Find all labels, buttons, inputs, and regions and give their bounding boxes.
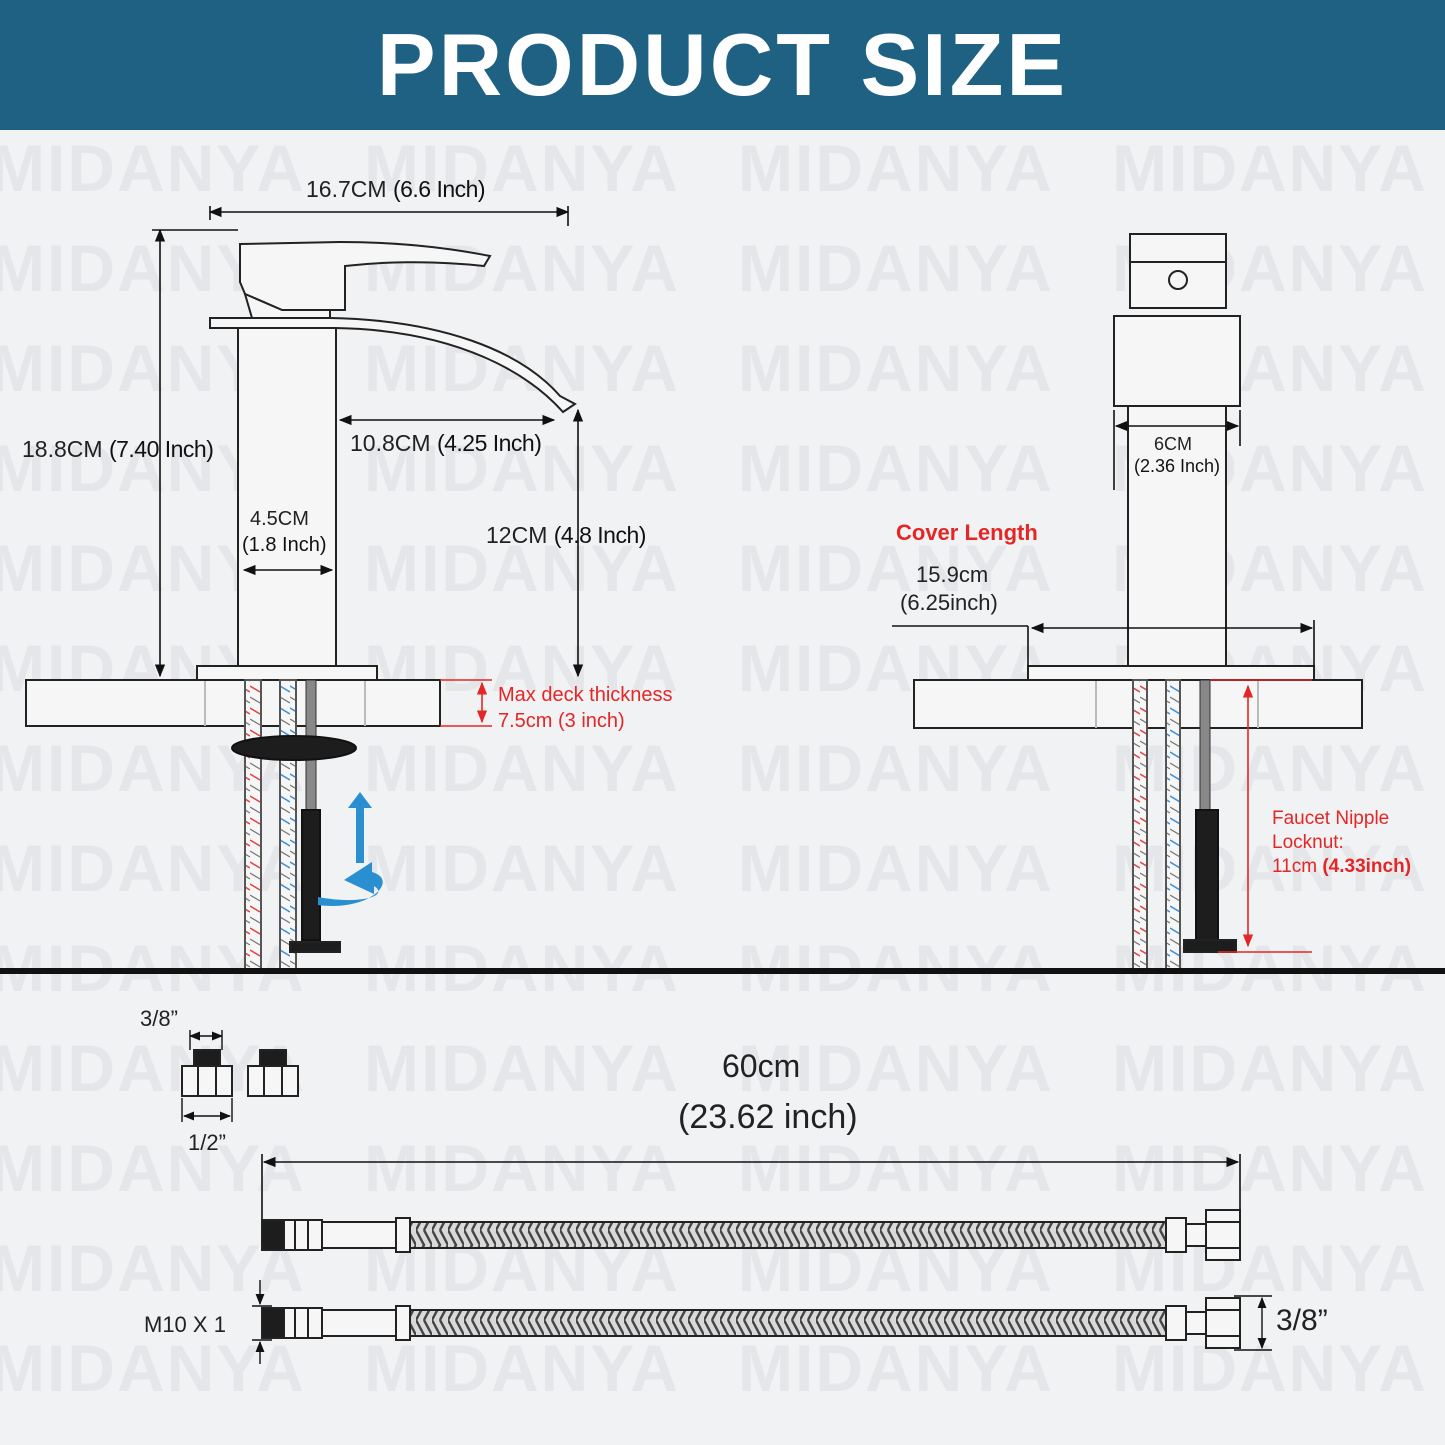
technical-drawing	[0, 206, 1445, 1364]
side-body-width-cm: 6CM	[1154, 434, 1193, 454]
front-body-width-in: (1.8 Inch)	[242, 534, 327, 556]
front-height-label: 18.8CM (7.40 Inch)	[22, 436, 214, 462]
thread-size-label: M10 X 1	[144, 1312, 226, 1337]
front-width-label: 16.7CM (6.6 Inch)	[306, 176, 486, 202]
hose-length-in: (23.62 inch)	[678, 1098, 858, 1136]
adapter-fittings	[181, 1049, 299, 1097]
deck-thickness-title: Max deck thickness	[498, 684, 673, 706]
cover-plate	[1027, 665, 1315, 681]
cover-length-title: Cover Length	[896, 520, 1038, 545]
tighten-arrow-icon	[318, 792, 383, 906]
countertop	[25, 679, 441, 727]
adapter-bottom-size: 1/2”	[188, 1130, 226, 1155]
deck-thickness-marker	[440, 679, 492, 727]
nipple-title: Faucet Nipple	[1272, 808, 1390, 829]
section-divider	[0, 968, 1445, 974]
front-body-width-cm: 4.5CM	[250, 508, 309, 530]
hose-length-dimension	[261, 1154, 1241, 1220]
side-body	[1127, 405, 1227, 667]
thread-dimensions	[252, 1280, 1272, 1364]
braided-hose-1	[261, 1209, 1241, 1261]
handle	[239, 240, 492, 311]
side-dimensions	[892, 410, 1315, 666]
front-view-faucet	[25, 240, 577, 971]
cover-length-in: (6.25inch)	[900, 590, 998, 615]
page-title: PRODUCT SIZE	[376, 15, 1069, 114]
cover-length-cm: 15.9cm	[916, 562, 989, 587]
adapter-dimensions	[181, 1030, 233, 1122]
hose-length-cm: 60cm	[722, 1048, 801, 1084]
front-dimensions	[152, 206, 584, 678]
nipple-length-marker	[1210, 679, 1312, 953]
header-banner: PRODUCT SIZE	[0, 0, 1445, 130]
front-reach-label: 10.8CM (4.25 Inch)	[350, 430, 542, 456]
deck-thickness-value: 7.5cm (3 inch)	[498, 710, 625, 732]
hose-end-size-label: 3/8”	[1276, 1304, 1328, 1337]
side-body-width-in: (2.36 Inch)	[1134, 456, 1221, 476]
nipple-length-label: 11cm (4.33inch)	[1272, 856, 1412, 877]
faucet-body	[237, 325, 337, 667]
front-spout-height-label: 12CM (4.8 Inch)	[486, 522, 646, 548]
braided-hose-2	[261, 1297, 1241, 1349]
nipple-subtitle: Locknut:	[1272, 832, 1344, 853]
spout	[209, 317, 577, 414]
adapter-top-size: 3/8”	[140, 1006, 178, 1031]
base-plate	[196, 665, 378, 681]
